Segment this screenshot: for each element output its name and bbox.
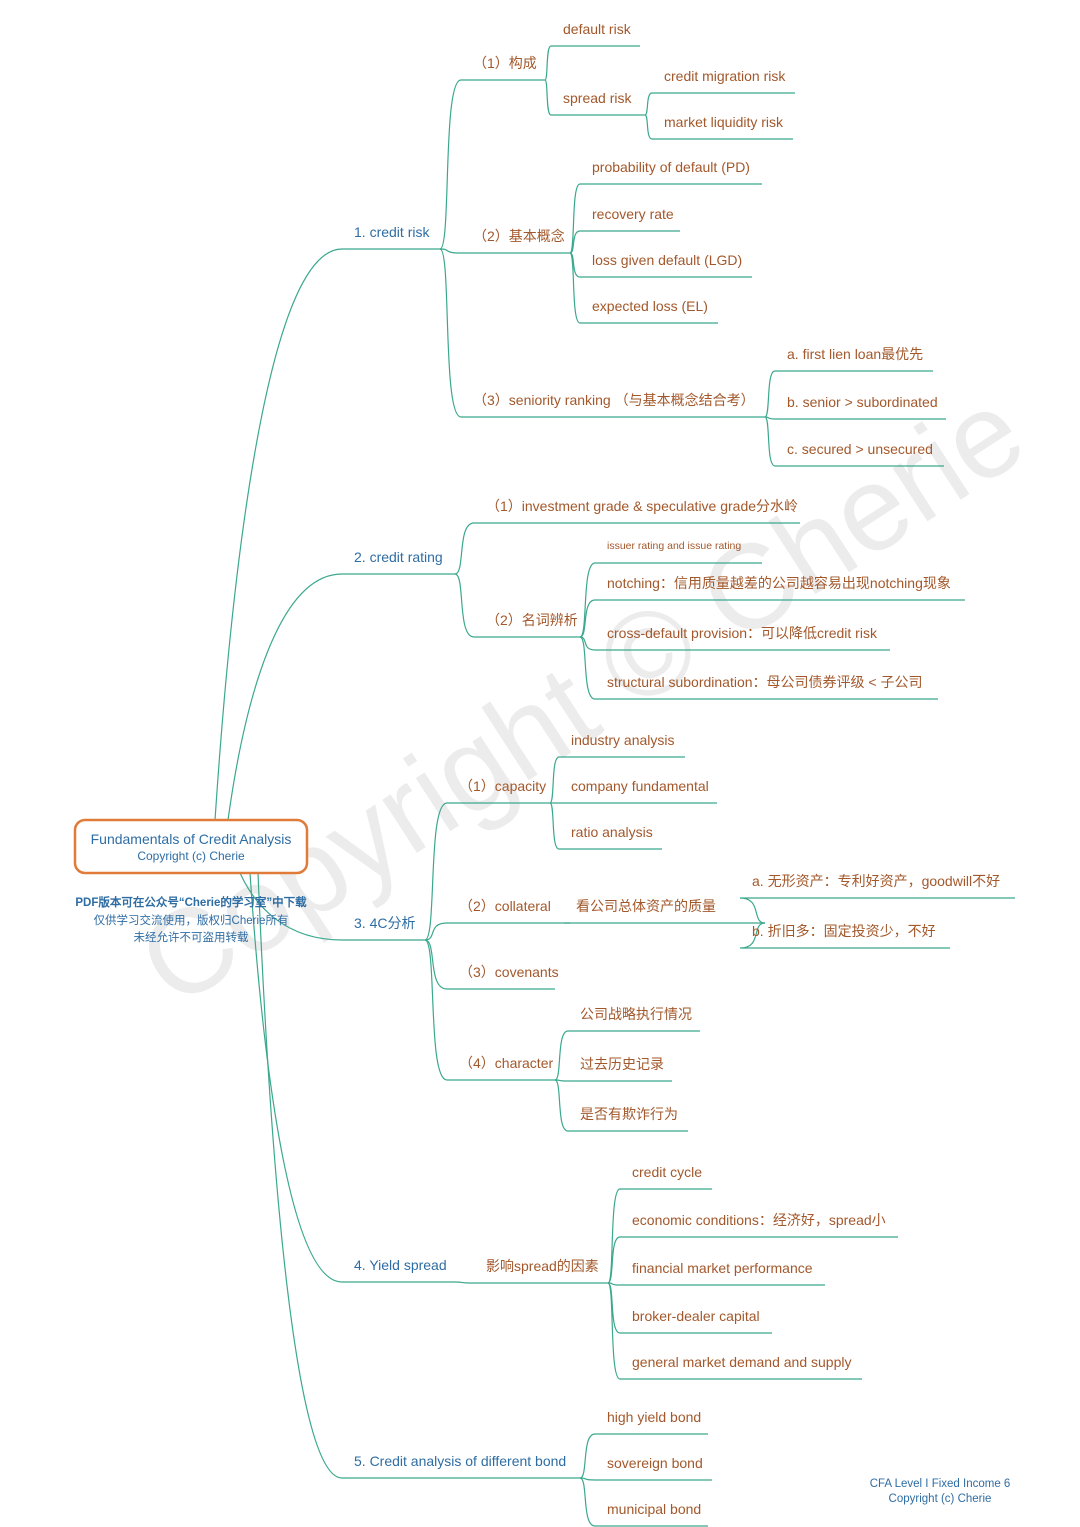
branch-node[interactable]: 3. 4C分析 [354,915,415,931]
topic-node[interactable]: （1）构成 [473,55,537,71]
branch-node[interactable]: 1. credit risk [354,224,430,240]
connector-line [569,252,718,324]
connector-line [739,922,950,949]
topic-node[interactable]: loss given default (LGD) [592,252,742,268]
topic-node[interactable]: general market demand and supply [632,1354,851,1370]
connector-line [424,922,570,941]
connector-line [554,1079,688,1132]
topic-node[interactable]: （2）collateral [459,898,551,914]
connector-line [424,802,550,941]
topic-node[interactable]: industry analysis [571,732,675,748]
topic-node[interactable]: structural subordination：母公司债券评级 < 子公司 [607,674,922,690]
topic-node[interactable]: default risk [563,21,632,37]
connector-line [579,599,965,638]
topic-node[interactable]: b. 折旧多：固定投资少，不好 [752,923,936,939]
topic-node[interactable]: municipal bond [607,1501,701,1517]
topic-node[interactable]: spread risk [563,90,632,106]
topic-node[interactable]: （4）character [459,1055,553,1071]
connector-line [579,1433,708,1479]
topic-node[interactable]: （1）investment grade & speculative grade分… [486,498,798,514]
topic-node[interactable]: company fundamental [571,778,709,794]
connector-line [227,573,455,821]
topic-node[interactable]: economic conditions：经济好，spread小 [632,1212,886,1228]
connector-line [579,636,938,700]
topic-node[interactable]: issuer rating and issue rating [607,540,741,552]
root-subtitle: Copyright (c) Cherie [137,849,245,863]
topic-node[interactable]: 过去历史记录 [580,1056,664,1072]
connector-line [554,1030,700,1081]
connector-line [607,1282,825,1286]
topic-node[interactable]: 看公司总体资产的质量 [576,898,716,914]
connector-line [607,1236,898,1284]
connector-line [454,522,800,575]
topic-node[interactable]: cross-default provision：可以降低credit risk [607,625,878,641]
topic-node[interactable]: 公司战略执行情况 [580,1006,692,1022]
connector-line [549,802,662,850]
topic-node[interactable]: probability of default (PD) [592,159,750,175]
notice-line: PDF版本可在公众号“Cherie的学习室”中下载 [75,895,307,909]
connector-line [439,248,765,418]
connector-line [579,1477,708,1527]
topic-node[interactable]: b. senior > subordinated [787,394,938,410]
connector-line [454,573,580,638]
root-node[interactable] [73,818,309,875]
connector-line [214,248,440,821]
connector-line [544,45,640,81]
topic-node[interactable]: （3）covenants [459,964,559,980]
topic-node[interactable]: ratio analysis [571,824,653,840]
topic-node[interactable]: financial market performance [632,1260,813,1276]
footer-line: CFA Level I Fixed Income 6 [870,1478,1011,1490]
topic-node[interactable]: c. secured > unsecured [787,441,933,457]
connector-line [549,756,685,804]
connector-line [424,939,555,990]
branch-node[interactable]: 2. credit rating [354,549,443,565]
topic-node[interactable]: market liquidity risk [664,114,784,130]
topic-node[interactable]: 影响spread的因素 [486,1258,599,1274]
connector-line [544,79,645,116]
connector-line [579,636,890,651]
connector-line [454,1281,608,1284]
connector-line [439,248,570,254]
connector-line [424,939,555,1081]
topic-node[interactable]: （2）名词辨析 [486,612,578,628]
topic-node[interactable]: a. first lien loan最优先 [787,346,923,362]
connector-line [257,872,580,1479]
connector-line [644,92,795,116]
nodes: 1. credit risk （1）构成 default risk spread ri… [354,21,1000,1517]
topic-node[interactable]: a. 无形资产：专利好资产，goodwill不好 [752,873,1000,889]
connector-line [569,183,762,254]
topic-node[interactable]: （1）capacity [459,778,546,794]
connector-line [644,114,793,140]
branch-node[interactable]: 4. Yield spread [354,1257,447,1273]
topic-node[interactable]: credit migration risk [664,68,786,84]
topic-node[interactable]: broker-dealer capital [632,1308,760,1324]
connector-line [249,872,455,1283]
notice-line: 未经允许不可盗用转载 [134,930,249,944]
notice-line: 仅供学习交流使用，版权归Cherie所有 [94,913,289,927]
footer-line: Copyright (c) Cherie [889,1493,992,1505]
topic-node[interactable]: credit cycle [632,1164,702,1180]
connector-line [607,1282,862,1380]
topic-node[interactable]: recovery rate [592,206,674,222]
topic-node[interactable]: high yield bond [607,1409,701,1425]
connector-line [569,230,680,254]
topic-node[interactable]: expected loss (EL) [592,298,708,314]
connector-line [739,897,1015,924]
connector-line [439,79,545,250]
topic-node[interactable]: （3）seniority ranking （与基本概念结合考） [473,392,755,408]
connectors [214,45,1015,1527]
topic-node[interactable]: notching：信用质量越差的公司越容易出现notching现象 [607,575,951,591]
topic-node[interactable]: sovereign bond [607,1455,703,1471]
topic-node[interactable]: 是否有欺诈行为 [580,1106,678,1122]
connector-line [764,416,944,467]
connector-line [554,1079,672,1082]
branch-node[interactable]: 5. Credit analysis of different bond [354,1453,566,1469]
connector-line [579,1477,712,1481]
connector-line [764,416,946,420]
connector-line [239,872,425,941]
connector-line [764,370,933,418]
root-title: Fundamentals of Credit Analysis [91,831,292,847]
topic-node[interactable]: （2）基本概念 [473,228,565,244]
